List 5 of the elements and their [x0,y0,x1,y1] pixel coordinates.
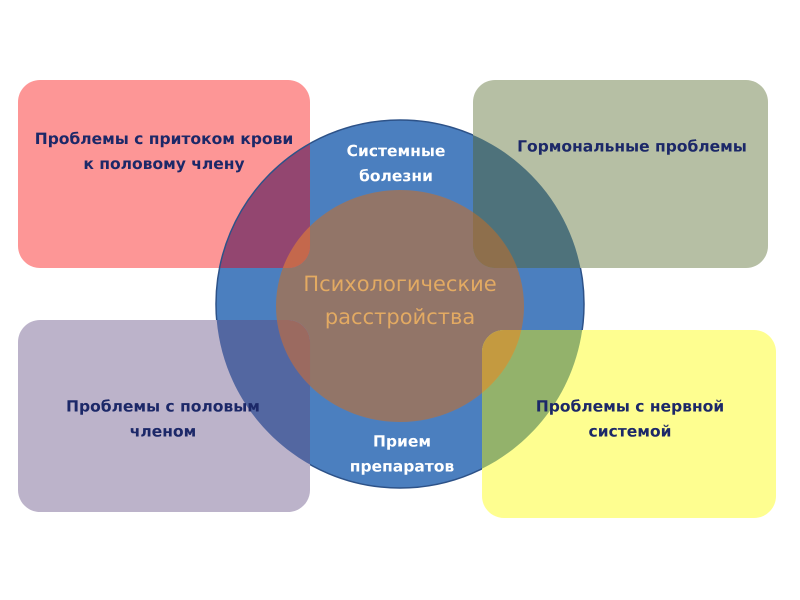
rounded-box: Проблемы с притоком крови к половому члену [18,80,310,268]
rounded-box: Проблемы с нервной системой [482,330,776,518]
rounded-box: Гормональные проблемы [473,80,768,268]
node-label: членом [130,428,195,437]
node-label: системой [589,424,670,437]
